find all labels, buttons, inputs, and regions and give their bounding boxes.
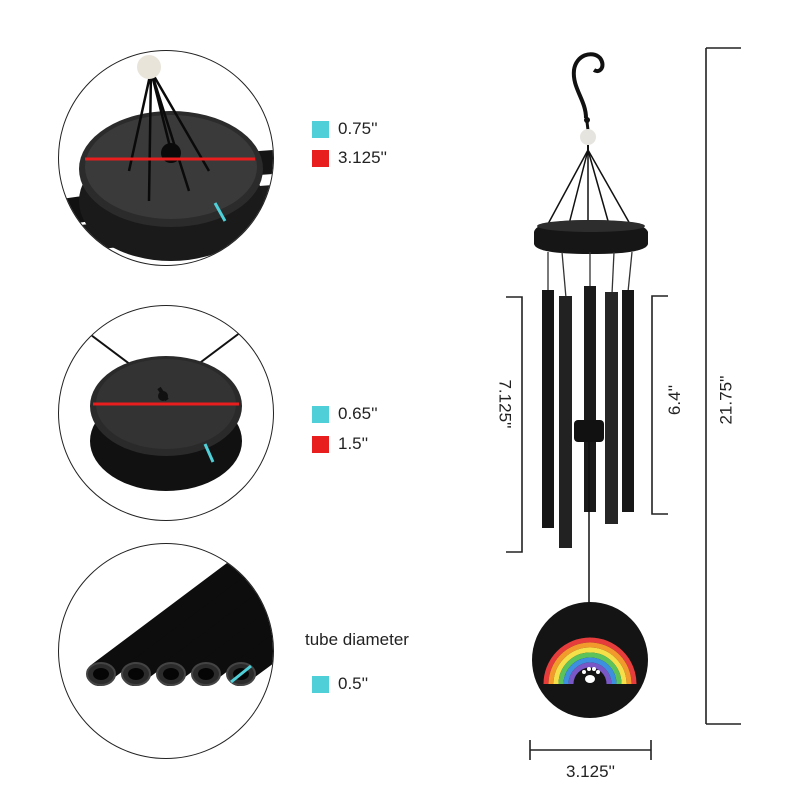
legend-label: 3.125'' <box>338 148 388 167</box>
legend-item: 0.75'' <box>312 119 378 139</box>
bead <box>580 129 596 145</box>
hook-icon <box>571 52 605 119</box>
paw-print-icon <box>582 667 600 683</box>
legend-item: 3.125'' <box>312 148 387 168</box>
tube-diameter-line <box>230 664 252 684</box>
red-swatch <box>312 435 329 453</box>
detail-circle-striker <box>58 305 274 521</box>
striker-height-line <box>203 443 215 463</box>
legend-item: 0.65'' <box>312 404 378 424</box>
striker <box>574 420 604 442</box>
short-tube-dimension: 6.4'' <box>665 384 685 416</box>
sail-width-bracket <box>529 740 652 760</box>
sail-width-dimension: 3.125'' <box>566 762 616 781</box>
long-tube-dimension: 7.125'' <box>495 379 515 429</box>
legend-item: 1.5'' <box>312 434 368 454</box>
striker-photo <box>78 325 250 491</box>
legend-label: 0.65'' <box>338 404 378 423</box>
detail-circle-tubes <box>58 543 274 759</box>
legend-label: 1.5'' <box>338 434 369 453</box>
teal-swatch <box>312 120 329 138</box>
chime-tubes <box>542 286 634 548</box>
overall-length-bracket <box>705 47 741 725</box>
short-tube-bracket <box>651 295 668 515</box>
red-swatch <box>312 149 329 167</box>
top-cap-photo <box>59 55 273 261</box>
tube-diameter-caption: tube diameter <box>305 630 409 649</box>
long-tube-bracket <box>506 296 523 553</box>
rainbow-icon <box>543 637 637 685</box>
tubes-photo <box>86 544 273 686</box>
legend-label: 0.75'' <box>338 119 378 138</box>
overall-length-dimension: 21.75'' <box>716 375 736 425</box>
teal-swatch <box>312 405 329 423</box>
legend-item: 0.5'' <box>312 674 368 694</box>
legend-label: 0.5'' <box>338 674 369 693</box>
detail-circle-top-cap <box>58 50 274 266</box>
cap-height-line <box>213 202 227 222</box>
teal-swatch <box>312 675 329 693</box>
